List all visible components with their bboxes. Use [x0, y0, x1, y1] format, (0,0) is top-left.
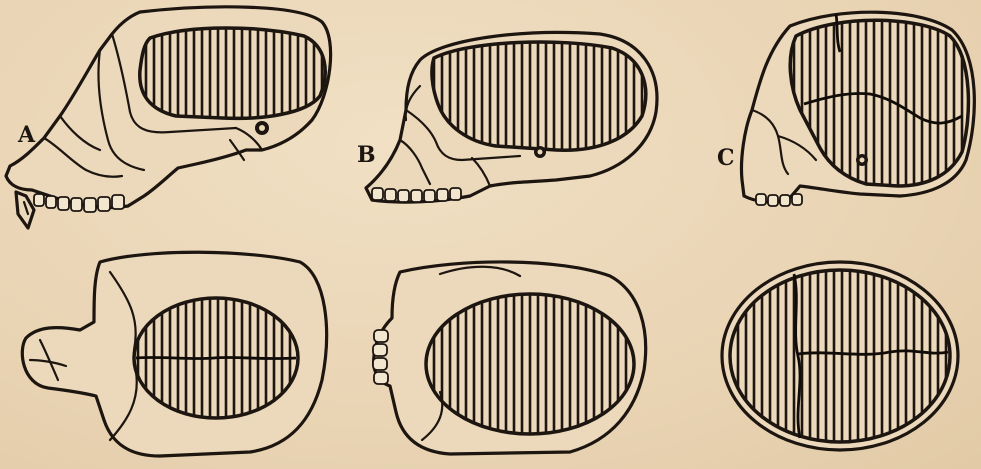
- skull-b-top-view: [373, 262, 646, 454]
- skull-a-lateral: [6, 7, 331, 228]
- label-b: B: [357, 142, 376, 168]
- skull-b-teeth: [372, 188, 461, 202]
- label-c: C: [717, 145, 735, 171]
- skull-c-top-view: [722, 262, 958, 450]
- label-a: A: [18, 122, 35, 148]
- skull-b-lateral: [366, 32, 657, 202]
- skull-c-lateral: [741, 12, 974, 206]
- skull-a-top-view: [22, 252, 326, 456]
